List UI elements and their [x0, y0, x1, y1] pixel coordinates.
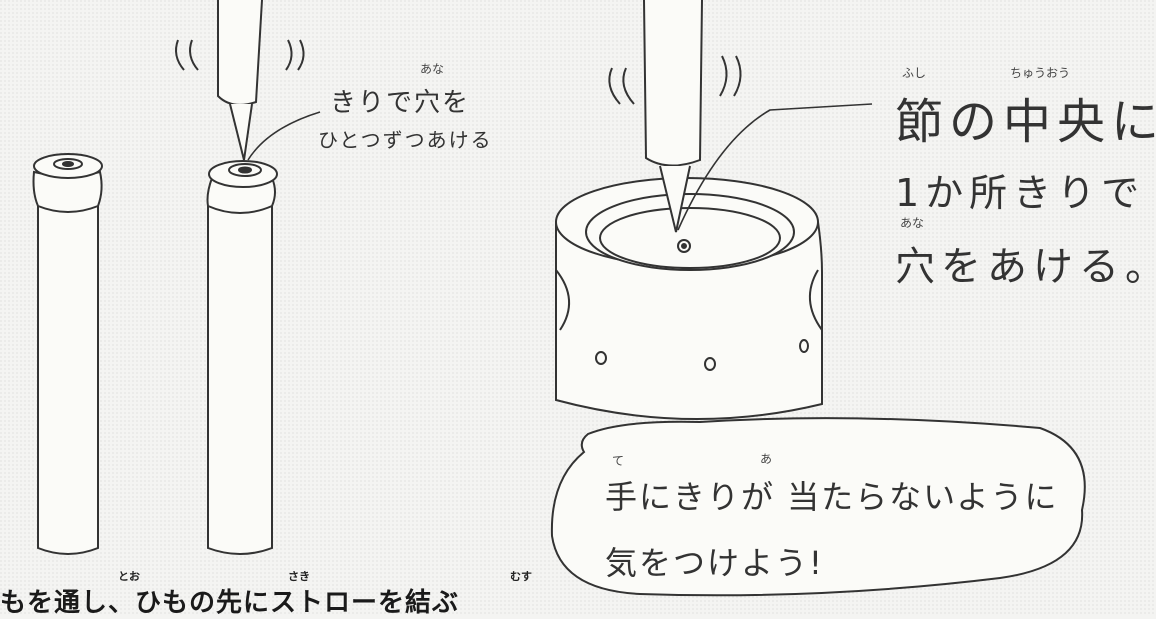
- leader-line-right: [677, 103, 873, 231]
- ruby-too: とお: [118, 570, 140, 583]
- speech-bubble: [550, 417, 1086, 597]
- bottom-caption: もを通し、ひもの先にストローを結ぶ: [0, 588, 460, 618]
- instruction-main: きりで穴を: [330, 88, 471, 118]
- bamboo-tube-middle: [206, 160, 278, 555]
- bamboo-tube-left: [32, 153, 103, 555]
- ruby-saki: さき: [288, 570, 310, 583]
- ruby-chuuou: ちゅうおう: [1010, 66, 1071, 80]
- ruby-musu: むす: [510, 570, 532, 583]
- instruction-line-1: 節の中央に: [895, 94, 1156, 150]
- warning-line-2: 気をつけよう!: [605, 544, 824, 582]
- awl-right: [608, 0, 742, 233]
- instruction-sub: ひとつずつあける: [318, 128, 493, 152]
- warning-line-1: 手にきりが 当たらないように: [605, 478, 1059, 516]
- ruby-te: て: [612, 454, 625, 468]
- ruby-ana-2: あな: [900, 216, 925, 230]
- ruby-ana: あな: [420, 62, 445, 76]
- leader-line-left: [247, 111, 321, 161]
- awl-left: [175, 0, 305, 161]
- ruby-a: あ: [760, 452, 773, 466]
- ruby-fushi: ふし: [902, 66, 927, 80]
- bamboo-node-large: [555, 177, 823, 421]
- instruction-line-2: 1か所きりで: [895, 171, 1146, 215]
- instruction-line-3: 穴をあける。: [895, 244, 1156, 290]
